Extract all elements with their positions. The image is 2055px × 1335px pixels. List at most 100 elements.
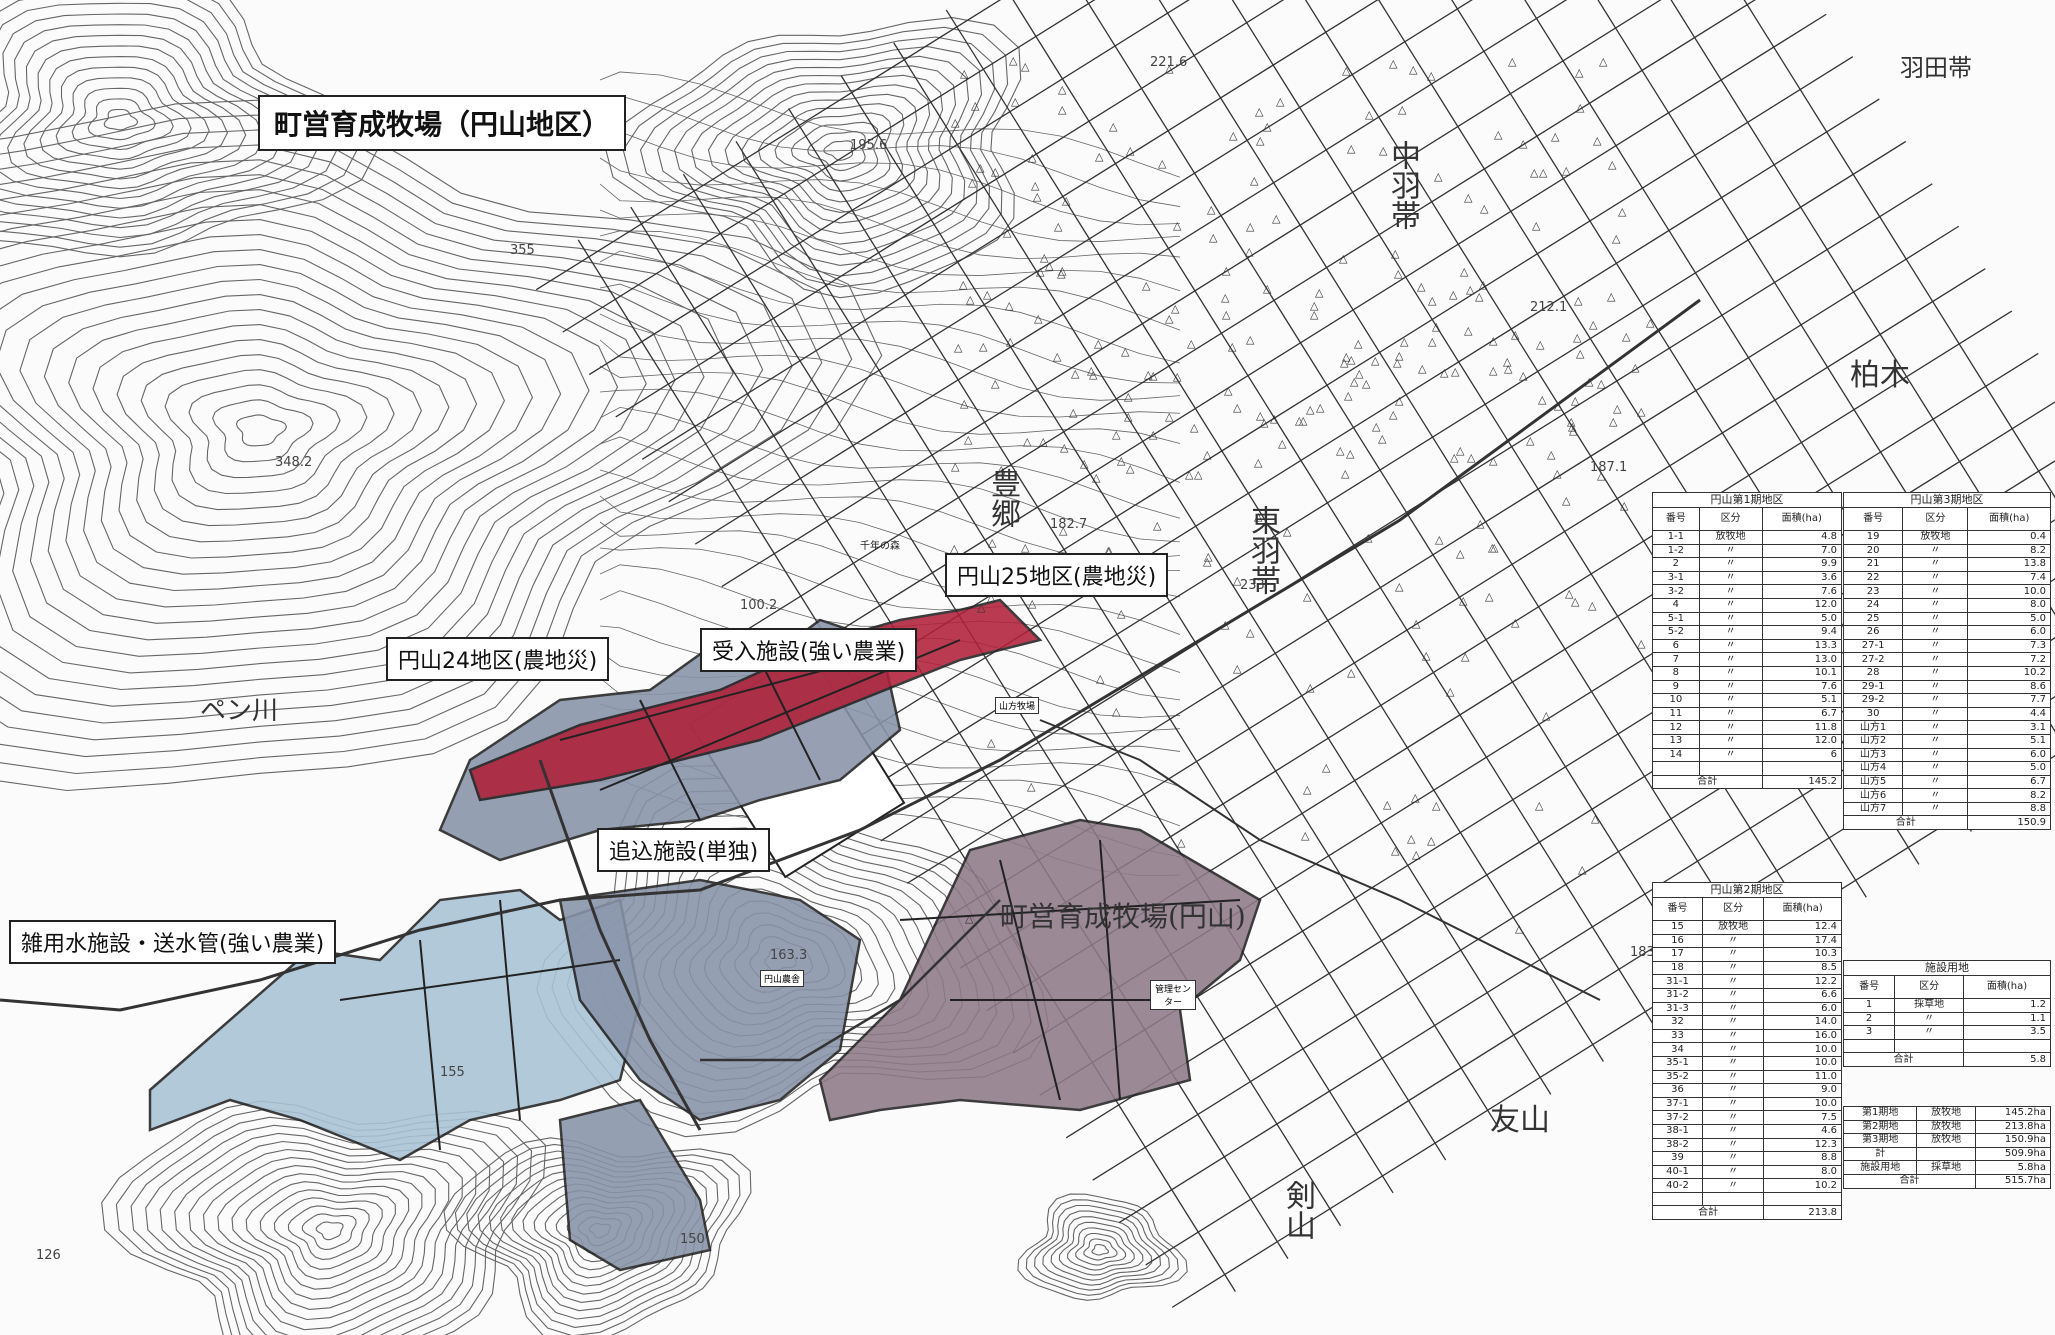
tree-symbol: △ — [1117, 454, 1126, 467]
tree-symbol: △ — [1365, 108, 1374, 121]
contour — [1025, 1199, 1179, 1296]
tree-symbol: △ — [1591, 812, 1600, 825]
table-row: 3-1〃3.6 — [1652, 570, 1843, 586]
table-row: 39〃8.8 — [1652, 1151, 1842, 1166]
contour — [0, 204, 676, 674]
tree-symbol: △ — [1105, 544, 1114, 557]
table-cell: 3.5 — [1963, 1025, 2051, 1040]
table-cell: 1 — [1842, 998, 1896, 1013]
contour — [774, 112, 892, 192]
contour — [273, 1197, 383, 1270]
table-cell: 〃 — [1698, 543, 1763, 559]
contour — [0, 13, 302, 219]
tree-symbol: △ — [1609, 415, 1618, 428]
table-cell: 8 — [1652, 665, 1700, 681]
table-cell: 〃 — [1902, 584, 1969, 599]
table-row: 山方2〃5.1 — [1842, 733, 2051, 749]
contour — [599, 313, 1181, 401]
contour — [188, 384, 341, 479]
tree-symbol: △ — [1383, 798, 1392, 811]
tree-symbol: △ — [1597, 469, 1606, 482]
tree-symbol: △ — [1620, 499, 1629, 512]
table-cell: 山方6 — [1842, 788, 1904, 803]
elevation-label: 126 — [36, 1248, 61, 1263]
tree-symbol: △ — [1637, 405, 1646, 418]
table-cell: 24 — [1842, 597, 1904, 613]
tree-symbol: △ — [1393, 356, 1402, 369]
tree-symbol: △ — [1450, 451, 1459, 464]
tree-symbol: △ — [1316, 401, 1325, 414]
tree-symbol: △ — [1539, 166, 1548, 179]
table-cell: 〃 — [1701, 1110, 1765, 1125]
table-cell: 7.4 — [1967, 570, 2051, 586]
tree-symbol: △ — [1336, 444, 1345, 457]
table-row: 22〃7.4 — [1842, 570, 2051, 586]
table-row: 25〃5.0 — [1842, 611, 2051, 627]
place-name-kashiwagi: 柏木 — [1850, 358, 1910, 393]
label-maruyama-building: 円山農舎 — [760, 970, 805, 987]
tree-symbol: △ — [1121, 345, 1130, 358]
table-cell: 5-1 — [1652, 611, 1700, 627]
table-row: 40-2〃10.2 — [1652, 1178, 1842, 1193]
tree-symbol: △ — [1109, 120, 1118, 133]
table-cell: 13.3 — [1761, 638, 1843, 654]
tree-symbol: △ — [1428, 335, 1437, 348]
table-cell: 〃 — [1701, 1123, 1765, 1139]
tree-symbol: △ — [1446, 685, 1455, 698]
parcel-line — [880, 183, 1933, 842]
table-cell: 〃 — [1701, 1083, 1765, 1098]
tree-symbol: △ — [1040, 251, 1049, 264]
col-header: 面積(ha) — [1967, 507, 2051, 531]
tree-symbol: △ — [1400, 335, 1409, 348]
tree-symbol: △ — [1485, 590, 1494, 603]
table-cell: 13.8 — [1967, 557, 2051, 572]
tree-symbol: △ — [1060, 441, 1069, 454]
table-cell: 12.2 — [1763, 974, 1842, 989]
tree-symbol: △ — [1613, 402, 1622, 415]
label-oikomi-facility: 追込施設(単独) — [597, 828, 771, 872]
elevation-label: 150 — [680, 1232, 705, 1247]
table-cell: 6.0 — [1763, 1001, 1842, 1017]
table-cell: 7.7 — [1967, 693, 2051, 708]
col-header: 面積(ha) — [1761, 507, 1843, 531]
table-cell: 31-3 — [1652, 1001, 1703, 1017]
tree-symbol: △ — [1347, 353, 1356, 366]
table-row: 32〃14.0 — [1652, 1015, 1842, 1030]
total-label: 合計 — [1651, 1205, 1765, 1221]
contour — [1067, 1227, 1135, 1271]
table-cell: 〃 — [1902, 761, 1969, 776]
tree-symbol: △ — [1222, 264, 1231, 277]
contour — [164, 369, 368, 495]
tree-symbol: △ — [1479, 278, 1488, 291]
table-cell: 〃 — [1902, 693, 1969, 708]
tree-symbol: △ — [1466, 283, 1475, 296]
total-label: 合計 — [1843, 1052, 1964, 1067]
tree-symbol: △ — [1562, 164, 1571, 177]
tree-symbol: △ — [1519, 369, 1528, 382]
table-cell: 5.0 — [1967, 761, 2051, 776]
contour — [1075, 1232, 1127, 1266]
table-cell: 8.0 — [1763, 1164, 1842, 1180]
contour — [0, 34, 265, 200]
tree-symbol: △ — [1480, 202, 1489, 215]
tree-symbol: △ — [1346, 447, 1355, 460]
table-cell: 18 — [1652, 960, 1703, 976]
table-cell: 8.8 — [1967, 801, 2051, 817]
table-cell: 〃 — [1701, 974, 1765, 989]
tree-symbol: △ — [1608, 158, 1617, 171]
tree-symbol: △ — [1270, 412, 1279, 425]
river-name: ペン川 — [200, 696, 279, 726]
tree-symbol: △ — [1372, 420, 1381, 433]
table-cell: 8.8 — [1763, 1151, 1842, 1166]
table-row: 34〃10.0 — [1652, 1042, 1842, 1057]
tree-symbol: △ — [1165, 312, 1174, 325]
table-cell: 213.8ha — [1974, 1119, 2052, 1135]
contour — [0, 249, 590, 624]
table-cell: 7.3 — [1967, 638, 2051, 654]
table-cell: 〃 — [1698, 665, 1763, 681]
table-row: 山方5〃6.7 — [1842, 774, 2051, 790]
tree-symbol: △ — [1310, 308, 1319, 321]
